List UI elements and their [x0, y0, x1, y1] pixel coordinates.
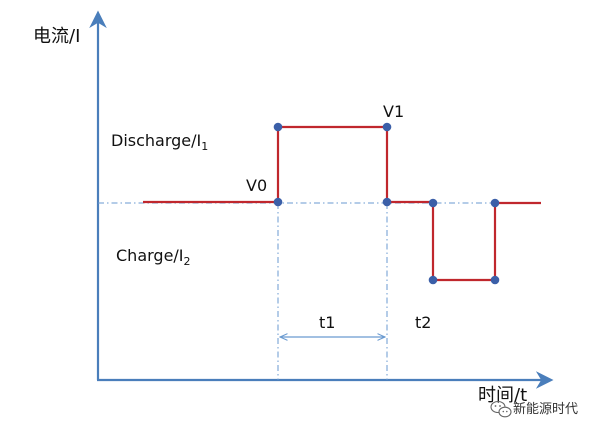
point-charge-low-left [428, 275, 438, 285]
x-axis-label: 时间/t [478, 385, 527, 406]
t1-label: t1 [319, 313, 335, 332]
current-waveform [143, 125, 541, 282]
t2-label: t2 [415, 313, 431, 332]
point-discharge-end [382, 197, 392, 207]
charge-label-subscript: 2 [184, 255, 191, 268]
charge-label-main: Charge/I [116, 246, 184, 265]
wechat-icon [490, 400, 512, 418]
point-charge-low-right [490, 275, 500, 285]
y-axis-label: 电流/I [33, 26, 80, 47]
point-charge-end [490, 198, 500, 208]
watermark: 新能源时代 [490, 400, 578, 418]
v1-label: V1 [383, 102, 404, 121]
watermark-text: 新能源时代 [513, 401, 578, 417]
point-v1 [382, 122, 392, 132]
point-discharge-start [273, 122, 283, 132]
v0-label: V0 [246, 176, 267, 195]
discharge-label-subscript: 1 [201, 140, 208, 153]
charge-label: Charge/I2 [116, 246, 191, 268]
discharge-label-main: Discharge/I [111, 131, 201, 150]
point-charge-start [428, 198, 438, 208]
point-v0 [273, 197, 283, 207]
discharge-label: Discharge/I1 [111, 131, 208, 153]
